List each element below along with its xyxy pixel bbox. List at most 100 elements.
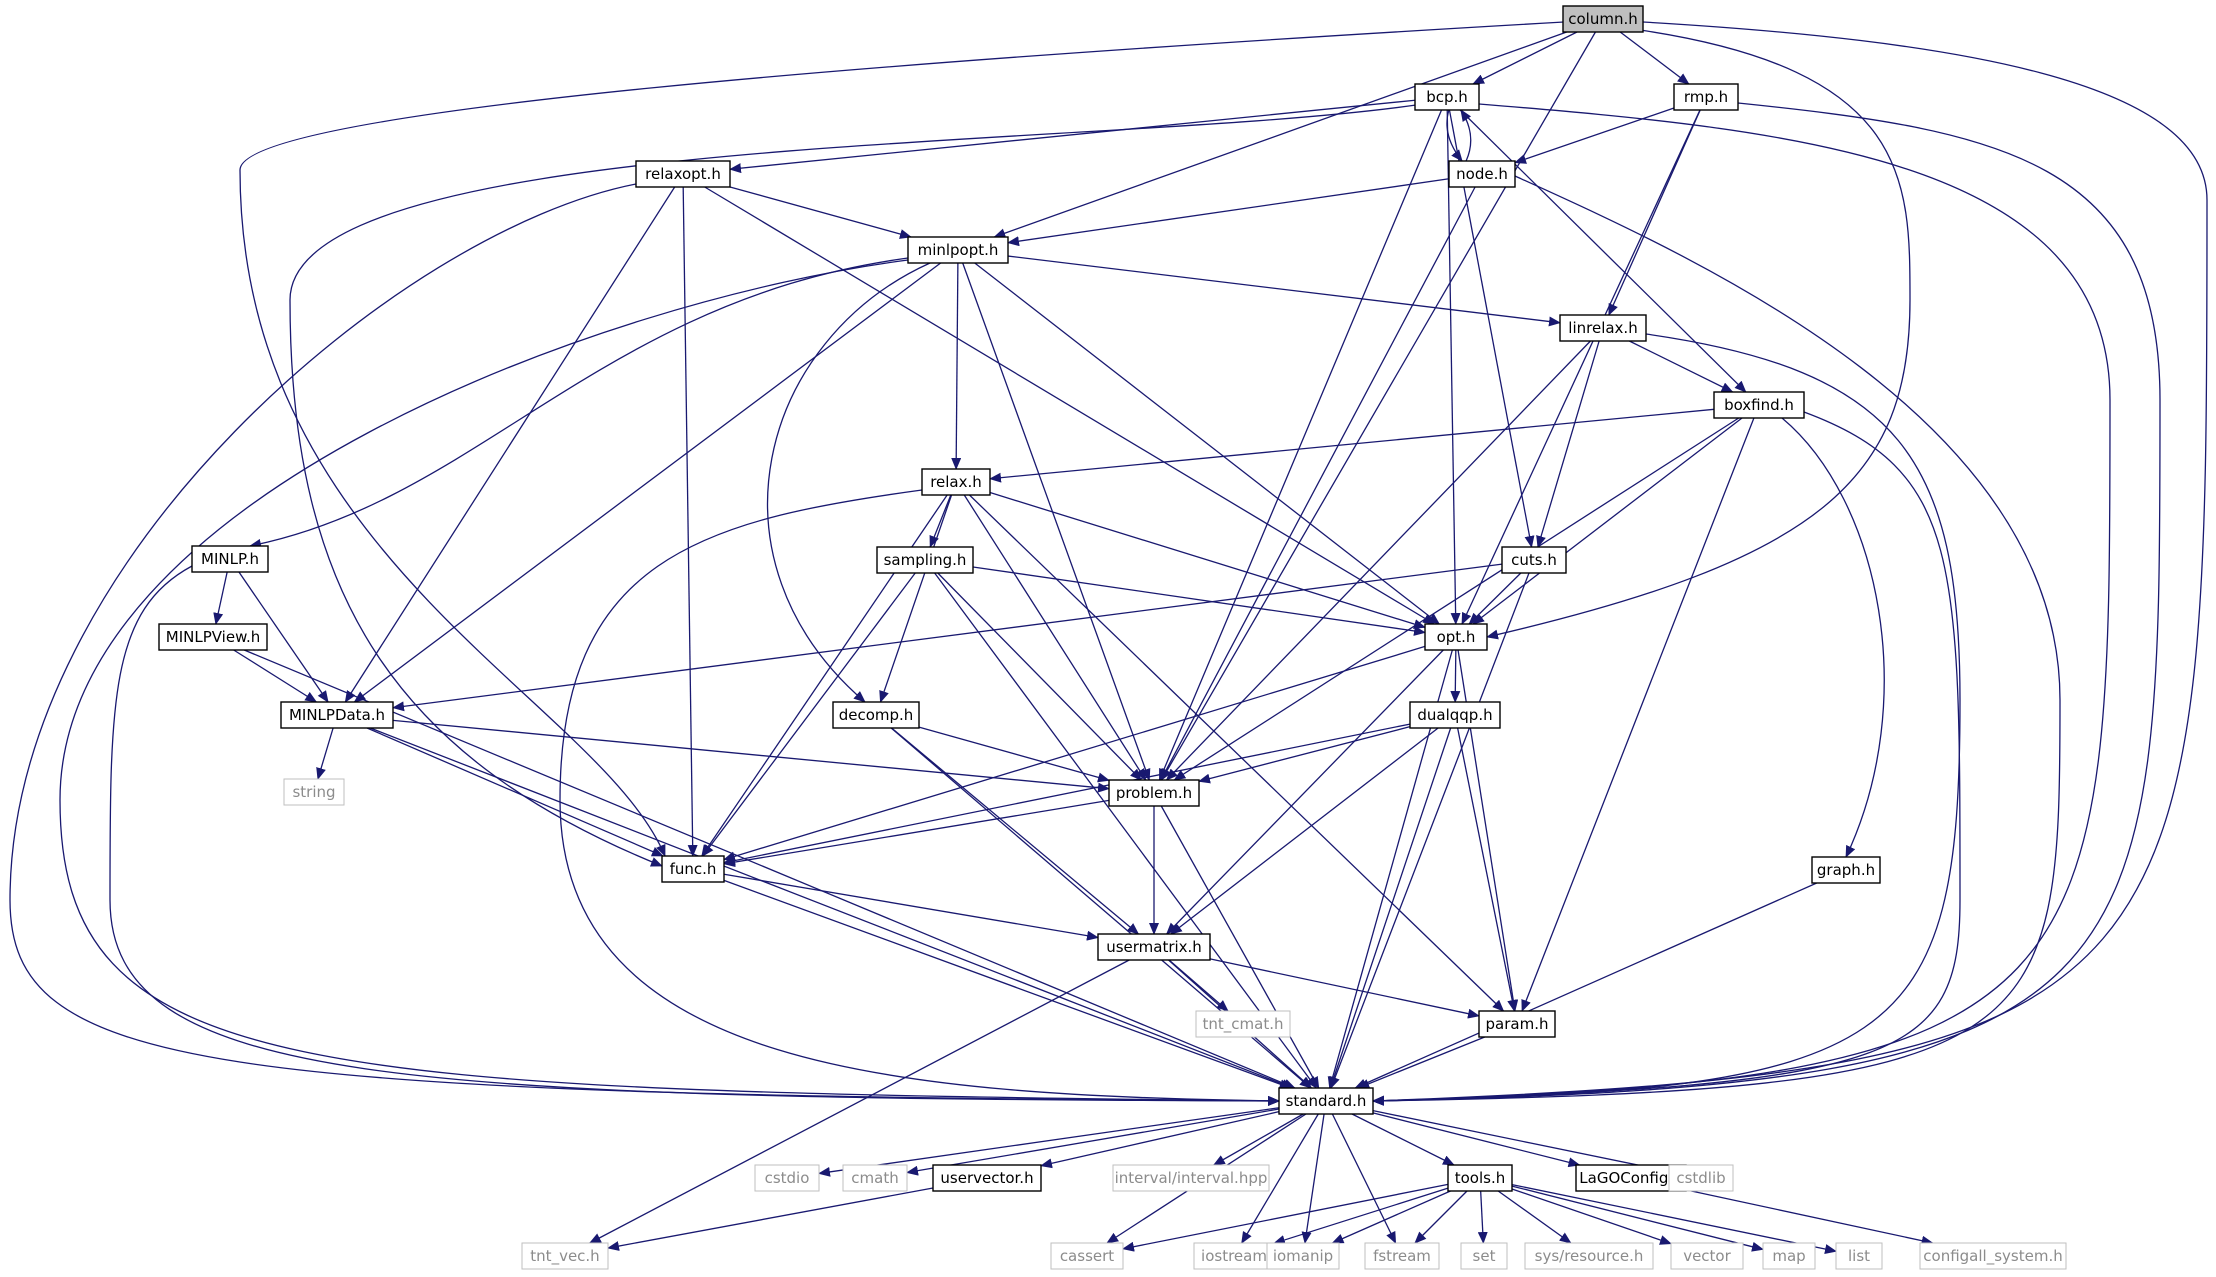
edge-cuts-to-opt: [1468, 572, 1522, 625]
node-label: tnt_cmat.h: [1203, 1015, 1284, 1034]
edge-decomp-to-usermatrix: [891, 727, 1140, 935]
node-uservector[interactable]: uservector.h: [932, 1164, 1042, 1192]
node-relaxopt[interactable]: relaxopt.h: [635, 160, 731, 188]
edge-problem-to-func: [723, 799, 1110, 868]
node-label: problem.h: [1116, 784, 1192, 802]
edge-cuts-to-standard: [1330, 572, 1530, 1089]
node-cstdlib: cstdlib: [1668, 1164, 1734, 1192]
edge-dualqqp-to-param: [1456, 727, 1518, 1012]
node-standard[interactable]: standard.h: [1278, 1087, 1374, 1115]
node-linrelax[interactable]: linrelax.h: [1559, 314, 1647, 342]
edge-tools-to-set: [1477, 1190, 1488, 1244]
edge-boxfind-to-opt: [1472, 417, 1743, 625]
node-rmp[interactable]: rmp.h: [1673, 83, 1739, 111]
node-cstdio: cstdio: [754, 1164, 820, 1192]
node-label: map: [1772, 1247, 1805, 1265]
edge-opt-to-param: [1457, 649, 1519, 1012]
node-box: [876, 546, 974, 574]
node-label: func.h: [670, 860, 717, 878]
node-box: [1097, 933, 1211, 961]
edge-MINLPView-to-MINLPData: [233, 649, 318, 703]
edge-minlpopt-to-linrelax: [1007, 255, 1561, 327]
node-box: [1278, 1087, 1374, 1115]
node-param[interactable]: param.h: [1478, 1010, 1556, 1038]
node-sampling[interactable]: sampling.h: [876, 546, 974, 574]
node-column[interactable]: column.h: [1562, 5, 1644, 33]
node-box: [1266, 1242, 1340, 1270]
node-box: [921, 468, 991, 496]
edge-relax-to-decomp: [879, 494, 953, 703]
node-MINLPView[interactable]: MINLPView.h: [158, 623, 268, 651]
node-relax[interactable]: relax.h: [921, 468, 991, 496]
edge-relaxopt-to-func: [682, 186, 698, 857]
edge-linrelax-to-boxfind: [1629, 340, 1734, 393]
edge-MINLP-to-standard: [109, 565, 1280, 1106]
node-label: uservector.h: [940, 1169, 1033, 1187]
node-func[interactable]: func.h: [661, 855, 725, 883]
edge-column-to-rmp: [1619, 31, 1690, 85]
node-map: map: [1762, 1242, 1816, 1270]
node-node[interactable]: node.h: [1448, 160, 1516, 188]
node-box: [1501, 546, 1567, 574]
edge-relaxopt-to-standard: [9, 183, 1280, 1106]
node-label: rmp.h: [1684, 88, 1728, 106]
edge-minlpopt-to-standard: [59, 259, 1280, 1106]
node-label: cmath: [851, 1169, 898, 1187]
edge-tools-to-vector: [1511, 1188, 1672, 1245]
edge-standard-to-cstdlib: [1372, 1110, 1670, 1175]
node-label: MINLP.h: [201, 550, 259, 568]
edge-boxfind-to-graph: [1781, 417, 1885, 858]
node-iomanip: iomanip: [1266, 1242, 1340, 1270]
node-MINLP[interactable]: MINLP.h: [191, 545, 269, 573]
edge-tools-to-iostream: [1273, 1187, 1449, 1245]
edge-dualqqp-to-func: [723, 723, 1411, 866]
edge-MINLP-to-MINLPData: [238, 571, 329, 703]
node-bcp[interactable]: bcp.h: [1414, 83, 1480, 111]
edge-bcp-to-node: [1446, 109, 1463, 162]
node-box: [907, 236, 1009, 264]
node-label: bcp.h: [1426, 88, 1468, 106]
edge-bcp-to-problem: [1158, 109, 1443, 781]
node-label: fstream: [1373, 1247, 1431, 1265]
node-boxfind[interactable]: boxfind.h: [1713, 391, 1805, 419]
node-box: [661, 855, 725, 883]
node-box: [754, 1164, 820, 1192]
node-usermatrix[interactable]: usermatrix.h: [1097, 933, 1211, 961]
node-label: standard.h: [1286, 1092, 1367, 1110]
node-problem[interactable]: problem.h: [1108, 779, 1200, 807]
node-label: node.h: [1456, 165, 1508, 183]
node-dualqqp[interactable]: dualqqp.h: [1409, 701, 1501, 729]
edge-sampling-to-opt: [972, 566, 1426, 636]
node-box: [1762, 1242, 1816, 1270]
node-decomp[interactable]: decomp.h: [832, 701, 920, 729]
node-sysresource: sys/resource.h: [1524, 1242, 1654, 1270]
node-label: cstdio: [765, 1169, 810, 1187]
edge-minlpopt-to-opt: [974, 262, 1441, 625]
edge-MINLP-to-MINLPView: [213, 571, 228, 625]
node-label: linrelax.h: [1568, 319, 1637, 337]
edge-bcp-to-func: [289, 104, 1417, 867]
edge-dualqqp-to-problem: [1198, 726, 1411, 784]
edge-standard-to-iostream: [1241, 1113, 1319, 1244]
node-graph[interactable]: graph.h: [1811, 856, 1881, 884]
node-MINLPData[interactable]: MINLPData.h: [280, 701, 394, 729]
edge-decomp-to-problem: [918, 726, 1110, 783]
edge-relax-to-sampling: [929, 494, 952, 548]
edge-bcp-to-standard: [1372, 103, 2111, 1106]
node-LaGOConfig[interactable]: LaGOConfig.h: [1575, 1164, 1687, 1192]
node-box: [1811, 856, 1881, 884]
edge-column-to-opt: [1486, 29, 1911, 640]
node-box: [1670, 1242, 1744, 1270]
node-label: configall_system.h: [1923, 1247, 2062, 1266]
node-label: list: [1848, 1247, 1870, 1265]
edge-boxfind-to-param: [1521, 417, 1755, 1012]
node-box: [1460, 1242, 1508, 1270]
node-label: MINLPData.h: [289, 706, 385, 724]
node-tools[interactable]: tools.h: [1447, 1164, 1513, 1192]
node-cuts[interactable]: cuts.h: [1501, 546, 1567, 574]
edge-cuts-to-MINLPData: [392, 563, 1503, 712]
node-minlpopt[interactable]: minlpopt.h: [907, 236, 1009, 264]
node-box: [1414, 83, 1480, 111]
edge-tools-to-cassert: [1122, 1183, 1449, 1252]
node-opt[interactable]: opt.h: [1424, 623, 1488, 651]
